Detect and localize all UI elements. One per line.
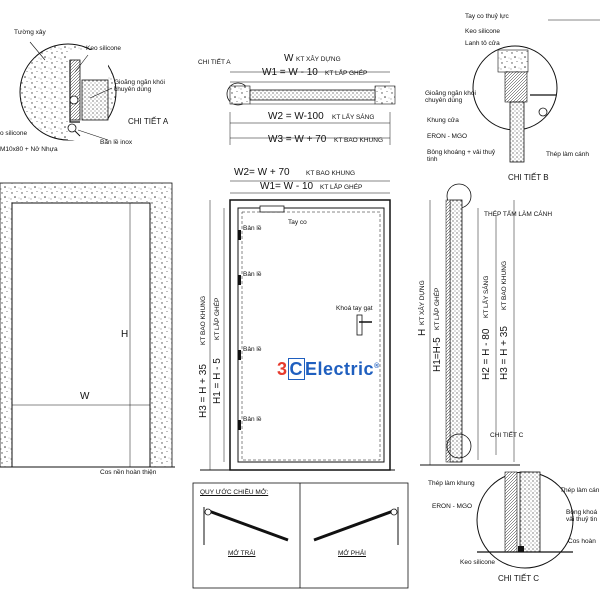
opening-floor-label: Cos nền hoàn thiện [100,469,157,476]
detail-c-title: CHI TIẾT C [498,574,540,583]
opening-w-label: W [80,391,90,402]
elevation-h3-sub: KT BAO KHUNG [200,295,207,345]
top-plan-w-sub: KT XÂY DỰNG [296,56,341,63]
section-h-sub: KT XÂY DỰNG [419,280,426,325]
top-plan-detail-a-tag: CHI TIẾT A [198,59,231,66]
detail-a-silicone-label: Keo silicone [86,45,122,52]
detail-c-figure [476,471,574,569]
detail-c-leaf-steel-label: Thép làm cán [560,487,600,494]
detail-c-floor-label: Cos hoàn [568,538,596,545]
opening-legend [192,482,409,589]
section-h2-sub: KT LẤY SÁNG [483,275,490,318]
section-h3-sub: KT BAO KHUNG [501,260,508,310]
detail-a-wall-label: Tường xây [14,29,46,36]
logo-reg: ® [374,363,380,370]
elevation-hinge-4: Bản lề [243,416,262,423]
top-plan-w2-sub: KT LẤY SÁNG [332,114,375,121]
legend-right-label: MỞ PHẢI [338,550,366,557]
detail-b-title: CHI TIẾT B [508,173,549,182]
logo-number: 3 [277,359,288,379]
elevation-w2-sub: KT BAO KHUNG [306,170,356,177]
section-h: H [417,328,428,336]
section-h1-sub: KT LẮP GHÉP [434,287,441,330]
elevation-w1: W1= W - 10 [260,181,314,192]
section-figure [420,183,520,466]
elevation-w2: W2= W + 70 [234,167,290,178]
detail-a-title: CHI TIẾT A [128,117,169,126]
elevation-closer-label: Tay co [288,219,307,226]
detail-b-wool-label: Bông khoáng + vải thuỷ tinh [427,149,496,163]
detail-b-eron-label: ERON - MGO [427,133,468,140]
top-plan-w1: W1 = W - 10 [262,67,318,78]
top-plan-w3-sub: KT BAO KHUNG [334,137,384,144]
elevation-w1-sub: KT LẮP GHÉP [320,184,363,191]
detail-c-frame-steel-label: Thép làm khung [428,480,475,487]
opening-h-label: H [121,329,129,340]
elevation-figure [200,180,395,471]
detail-b-frame-label: Khung cửa [427,117,459,124]
legend-title: QUY ƯỚC CHIỀU MỞ: [200,489,269,496]
detail-c-wool-label: Bông khoá vải thuỷ tin [566,509,598,523]
detail-a-hinge-label: Bản lề inox [100,139,133,146]
top-plan-w3: W3 = W + 70 [268,134,327,145]
detail-b-leaf-label: Thép làm cánh [546,151,589,158]
detail-b-lintel-label: Lanh tô cửa [465,40,500,47]
elevation-h3: H3 = H + 35 [198,364,209,418]
elevation-hinge-1: Bản lề [243,225,262,232]
detail-a-silicone2-label: o silicone [0,130,28,137]
logo-c: C [287,358,306,380]
detail-a-anchor-label: M10x80 + Nở Nhựa [0,146,58,153]
elevation-hinge-2: Bản lề [243,271,262,278]
detail-a-figure [19,41,117,141]
legend-left-label: MỞ TRÁI [228,550,256,557]
elevation-hinge-3: Bản lề [243,346,262,353]
detail-c-eron-label: ERON - MGO [432,503,473,510]
detail-b-silicone-label: Keo silicone [465,28,501,35]
detail-a-gasket-label: Gioăng ngăn khói chuyên dùng [114,79,165,93]
elevation-h1: H1 = H - 5 [212,358,223,404]
section-h2: H2 = H - 80 [481,328,492,380]
top-plan-w2: W2 = W-100 [268,111,324,122]
section-panel-label: THÉP TẤM LÀM CÁNH [484,211,553,218]
logo-text: Electric [305,359,375,379]
elevation-lock-label: Khoá tay gạt [336,305,373,312]
section-h1: H1=H-5 [432,337,443,372]
section-detail-c-tag: CHI TIẾT C [490,432,524,439]
top-plan-w1-sub: KT LẮP GHÉP [325,70,368,77]
top-plan-figure [226,71,396,145]
detail-b-gasket-label: Gioăng ngăn khói chuyên dùng [425,90,476,104]
opening-figure [0,182,175,468]
detail-b-figure [472,19,600,163]
top-plan-w: W [284,53,294,64]
detail-b-closer-label: Tay co thuỷ lực [465,13,509,20]
detail-c-silicone-label: Keo silicone [460,559,496,566]
elevation-h1-sub: KT LẮP GHÉP [214,297,221,340]
section-h3: H3 = H + 35 [499,326,510,380]
